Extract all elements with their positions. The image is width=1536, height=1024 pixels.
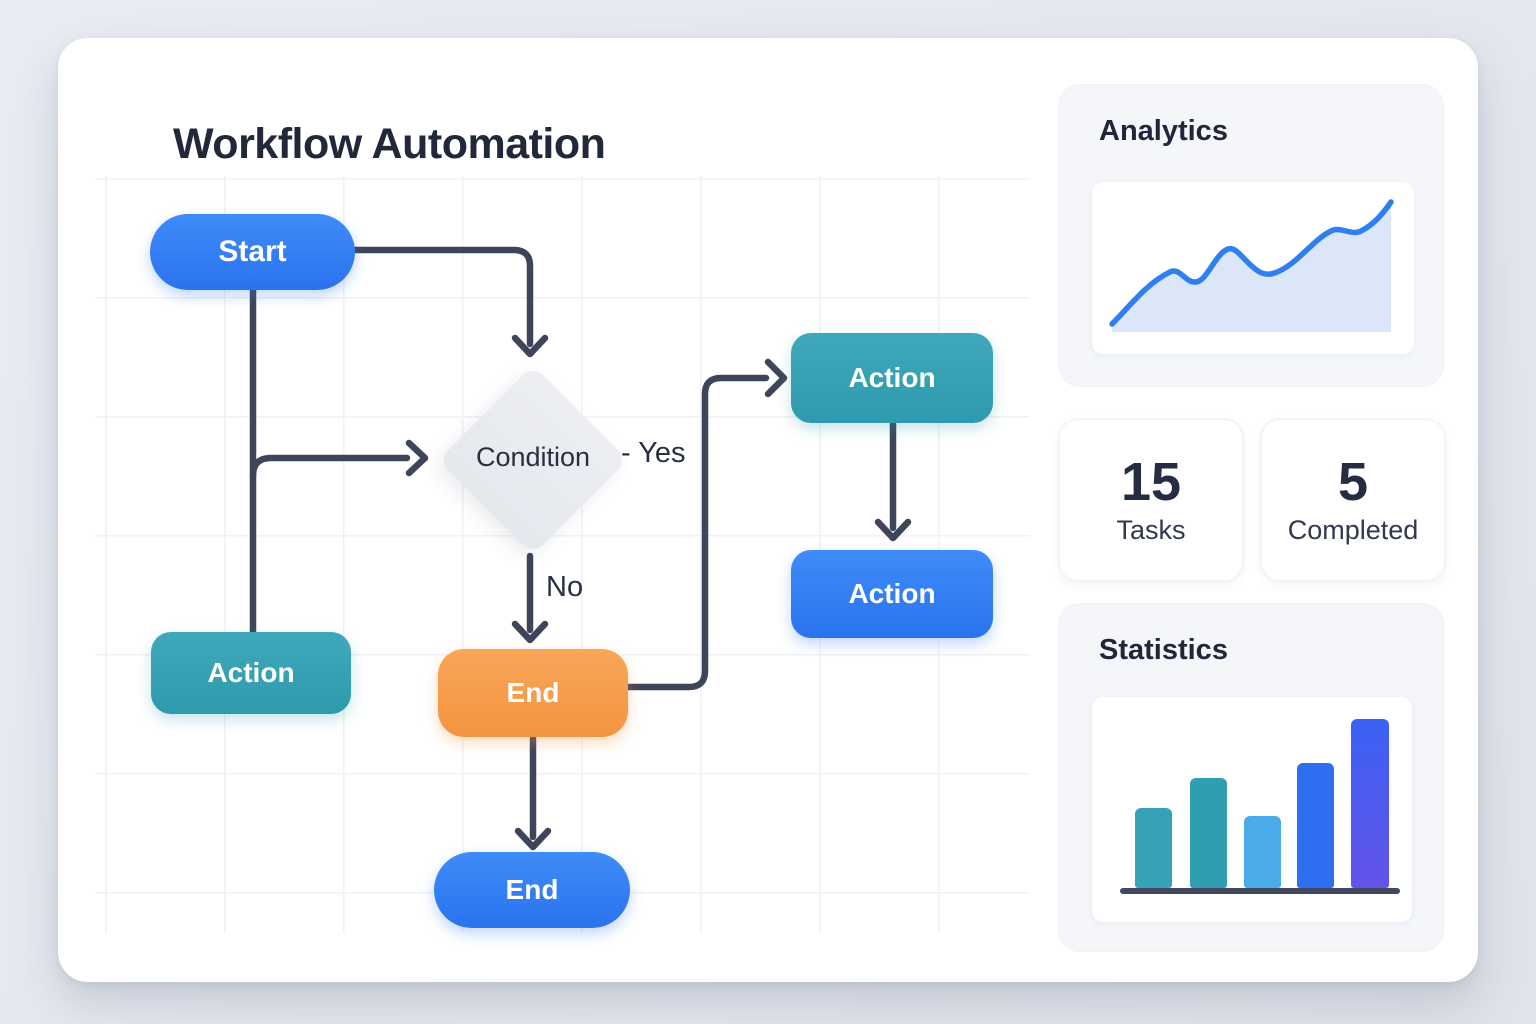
statistics-title: Statistics bbox=[1099, 634, 1228, 666]
analytics-line-path bbox=[1109, 199, 1394, 327]
statistics-bar-2 bbox=[1190, 778, 1227, 888]
flow-node-action-top-label: Action bbox=[848, 362, 936, 393]
completed-value: 5 bbox=[1337, 451, 1369, 512]
statistics-bar-1 bbox=[1135, 808, 1172, 888]
tasks-label: Tasks bbox=[1116, 514, 1186, 545]
analytics-chart-panel bbox=[1091, 181, 1415, 355]
statistics-chart-panel bbox=[1091, 696, 1413, 923]
analytics-card: Analytics bbox=[1058, 84, 1444, 387]
statistics-bar-5 bbox=[1351, 719, 1389, 888]
flow-node-end-orange-label: End bbox=[506, 677, 560, 708]
statistics-baseline bbox=[1120, 888, 1400, 894]
flow-node-action-left[interactable]: Action bbox=[151, 632, 351, 714]
flow-node-action-left-label: Action bbox=[207, 657, 295, 688]
flow-node-action-br-label: Action bbox=[848, 578, 936, 609]
flow-node-end-orange[interactable]: End bbox=[438, 649, 628, 737]
statistics-bar-3 bbox=[1244, 816, 1281, 888]
flow-node-end-blue-label: End bbox=[505, 874, 559, 905]
edge-label-yes: - Yes bbox=[621, 437, 686, 469]
flow-node-start[interactable]: Start bbox=[150, 214, 355, 290]
statistics-card: Statistics bbox=[1058, 603, 1444, 952]
tasks-value: 15 bbox=[1120, 451, 1182, 512]
flow-node-action-bottom-right[interactable]: Action bbox=[791, 550, 993, 638]
flow-node-action-top-right[interactable]: Action bbox=[791, 333, 993, 423]
flow-node-end-blue[interactable]: End bbox=[434, 852, 630, 928]
statistics-bar-4 bbox=[1297, 763, 1334, 888]
analytics-title: Analytics bbox=[1099, 115, 1228, 147]
stat-card-completed: 5 Completed bbox=[1260, 418, 1446, 582]
analytics-line-chart bbox=[1109, 199, 1394, 332]
edge-label-no: No bbox=[546, 571, 584, 603]
page-title: Workflow Automation bbox=[173, 120, 606, 168]
flow-node-start-label: Start bbox=[218, 235, 287, 268]
flow-node-condition-label: Condition bbox=[475, 442, 591, 472]
completed-label: Completed bbox=[1287, 514, 1419, 545]
stat-card-tasks: 15 Tasks bbox=[1058, 418, 1244, 582]
